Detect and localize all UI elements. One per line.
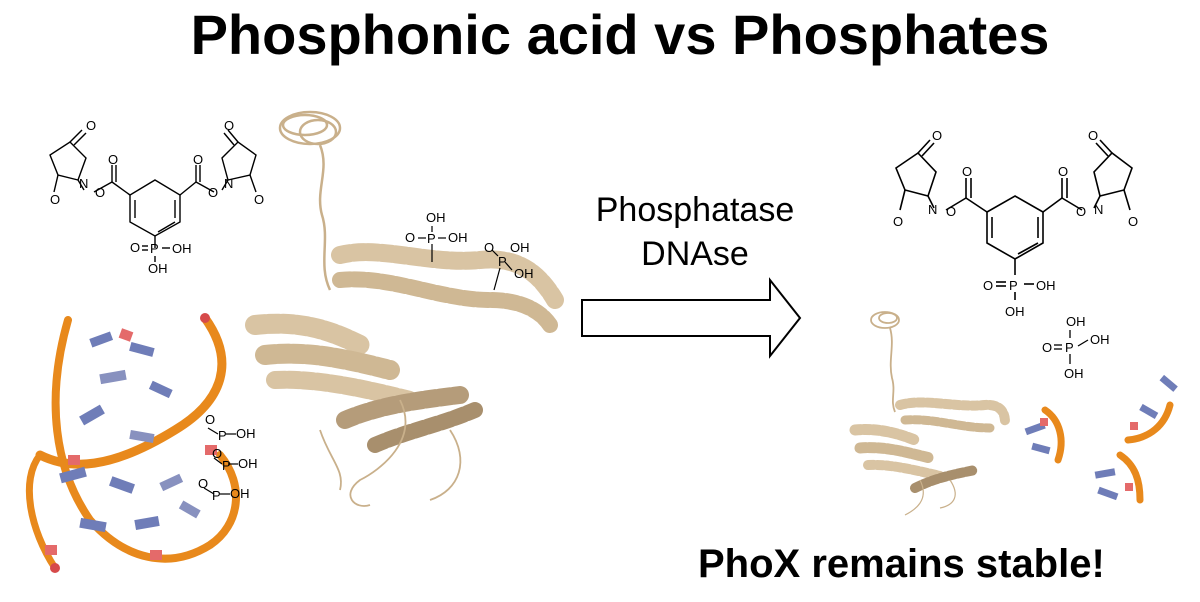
protein-structure-left: [245, 110, 564, 507]
dna-base: [150, 550, 162, 560]
dna-base: [99, 369, 127, 385]
atom-label: O: [193, 152, 203, 167]
atom-label: OH: [1090, 332, 1110, 347]
phox-molecule-left: [49, 129, 257, 262]
dna-backbone-strand: [35, 313, 227, 469]
dna-base: [68, 455, 80, 465]
atom-label: O: [95, 185, 105, 200]
dna-base: [205, 445, 217, 455]
phox-molecule-right-labels: O O N O O O O N O O O P OH OH: [893, 128, 1138, 319]
atom-label: OH: [1036, 278, 1056, 293]
conclusion-text: PhoX remains stable!: [698, 542, 1105, 586]
protein-structure-right: [849, 311, 1010, 516]
atom-label: OH: [238, 456, 258, 471]
atom-label: O: [962, 164, 972, 179]
atom-label: OH: [236, 426, 256, 441]
dna-end: [200, 313, 210, 323]
atom-label: OH: [510, 240, 530, 255]
enzyme-label-phosphatase: Phosphatase: [595, 191, 795, 229]
atom-label: O: [932, 128, 942, 143]
dna-fragment-bases: [1024, 374, 1178, 501]
dna-base: [129, 342, 155, 357]
atom-label: P: [212, 488, 221, 503]
dna-base: [45, 545, 57, 555]
atom-label: P: [222, 458, 231, 473]
dna-base: [59, 466, 87, 484]
dna-base: [89, 331, 114, 348]
atom-label: O: [484, 240, 494, 255]
reaction-conditions: Phosphatase DNAse: [560, 188, 830, 276]
atom-label: O: [208, 185, 218, 200]
atom-label: O: [108, 152, 118, 167]
atom-label: P: [218, 428, 227, 443]
atom-label: O: [983, 278, 993, 293]
dna-fragments-right: [1024, 374, 1178, 504]
atom-label: O: [1058, 164, 1068, 179]
dna-base: [118, 328, 134, 342]
atom-label: N: [224, 176, 233, 191]
dna-base: [134, 515, 160, 531]
atom-label: P: [1009, 278, 1018, 293]
atom-label: O: [224, 118, 234, 133]
dna-phosphate-groups: O P OH O P OH O P OH: [198, 412, 258, 503]
atom-label: O: [946, 204, 956, 219]
dna-base: [159, 473, 184, 492]
dna-base-pairs: [45, 328, 217, 560]
atom-label: O: [212, 446, 222, 461]
atom-label: OH: [172, 241, 192, 256]
protein-phosphate-groups: OH O P OH O P OH OH: [405, 210, 534, 291]
dna-backbone-strand: [51, 316, 240, 563]
dna-fragment: [1116, 451, 1144, 504]
atom-label: OH: [148, 261, 168, 276]
phox-molecule-left-labels: O O N O O O O N O O O P OH OH: [50, 118, 264, 276]
dna-base: [129, 429, 155, 444]
atom-label: O: [1128, 214, 1138, 229]
atom-label: O: [254, 192, 264, 207]
atom-label: OH: [1005, 304, 1025, 319]
atom-label: O: [86, 118, 96, 133]
atom-label: OH: [230, 486, 250, 501]
dna-helix-left: [25, 313, 240, 573]
atom-label: N: [1094, 202, 1103, 217]
dna-base: [109, 476, 135, 494]
dna-base: [79, 404, 105, 426]
phox-molecule-right: [895, 139, 1133, 300]
atom-label: N: [928, 202, 937, 217]
atom-label: OH: [426, 210, 446, 225]
atom-label: P: [427, 231, 436, 246]
page-title: Phosphonic acid vs Phosphates: [190, 3, 1050, 66]
free-phosphate: OH O P OH OH: [1042, 314, 1110, 381]
dna-fragment: [1041, 406, 1065, 464]
atom-label: O: [130, 240, 140, 255]
atom-label: P: [1065, 340, 1074, 355]
atom-label: O: [1076, 204, 1086, 219]
atom-label: O: [405, 230, 415, 245]
atom-label: O: [50, 192, 60, 207]
atom-label: O: [198, 476, 208, 491]
atom-label: O: [893, 214, 903, 229]
atom-label: OH: [448, 230, 468, 245]
atom-label: P: [150, 241, 159, 256]
dna-base: [148, 380, 173, 399]
dna-fragment: [1124, 401, 1174, 444]
dna-base: [79, 517, 107, 533]
atom-label: OH: [514, 266, 534, 281]
atom-label: P: [498, 254, 507, 269]
atom-label: O: [1042, 340, 1052, 355]
atom-label: O: [1088, 128, 1098, 143]
atom-label: N: [79, 176, 88, 191]
enzyme-label-dnase: DNAse: [641, 235, 749, 273]
atom-label: OH: [1066, 314, 1086, 329]
dna-end: [50, 563, 60, 573]
atom-label: O: [205, 412, 215, 427]
dna-base: [178, 500, 201, 519]
reaction-arrow: [581, 277, 802, 359]
protein-helices: [245, 243, 564, 453]
atom-label: OH: [1064, 366, 1084, 381]
